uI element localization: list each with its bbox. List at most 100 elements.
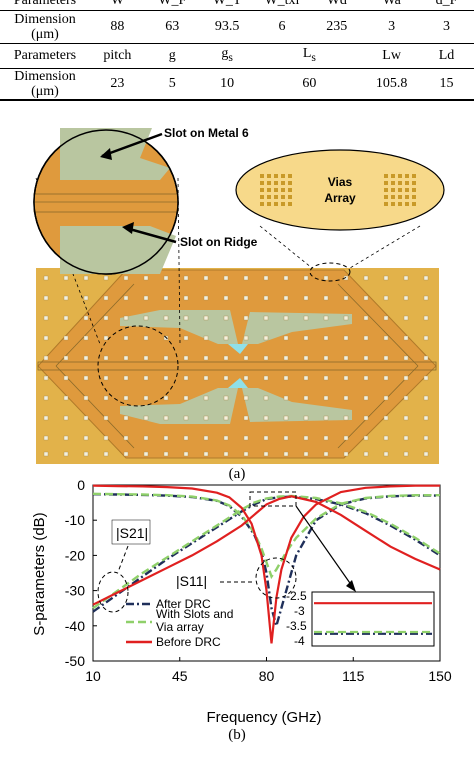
via-square (83, 415, 89, 421)
via-square (43, 395, 49, 401)
series-line-s21 (92, 495, 441, 613)
via-square (223, 451, 229, 457)
table-header-cell: g (144, 43, 200, 69)
via-square (303, 375, 309, 381)
via-square (143, 415, 149, 421)
via-square (223, 435, 229, 441)
via-square (183, 315, 189, 321)
table-cell: 6 (254, 10, 310, 44)
via-square (263, 375, 269, 381)
x-tick-label: 45 (172, 668, 188, 684)
via-square (363, 435, 369, 441)
ridge-taper-bottom (228, 378, 248, 388)
vias-array-right (384, 174, 416, 206)
via-square (283, 395, 289, 401)
via-square (323, 375, 329, 381)
via-square (363, 395, 369, 401)
y-tick-label: -20 (65, 547, 85, 563)
via-square (363, 335, 369, 341)
via-square (123, 315, 129, 321)
table-cell: Wa (364, 0, 420, 11)
via-square (83, 375, 89, 381)
via-square (83, 295, 89, 301)
table-cell: 5 (144, 68, 200, 101)
via-dot (281, 181, 285, 185)
via-square (43, 275, 49, 281)
via-square (243, 315, 249, 321)
via-square (183, 295, 189, 301)
via-dot (391, 202, 395, 206)
arrow-head-icon (346, 580, 356, 592)
via-dot (391, 181, 395, 185)
zoom-feed-line (33, 193, 179, 213)
via-square (303, 415, 309, 421)
table-row: Dimension (μm) 23 5 10 60 105.8 15 (0, 68, 474, 101)
header-main: g (221, 46, 229, 62)
via-square (283, 435, 289, 441)
via-square (363, 375, 369, 381)
inset-tick: -3.5 (286, 619, 307, 633)
via-square (43, 451, 49, 457)
via-square (83, 435, 89, 441)
header-main: L (302, 46, 312, 62)
via-square (43, 315, 49, 321)
via-square (403, 295, 409, 301)
zoom-target (309, 262, 351, 282)
via-square (383, 295, 389, 301)
via-dot (260, 181, 264, 185)
via-dot (274, 188, 278, 192)
via-square (123, 435, 129, 441)
via-square (383, 275, 389, 281)
via-square (343, 295, 349, 301)
via-square (123, 415, 129, 421)
via-square (423, 295, 429, 301)
table-header-cell: pitch (90, 43, 145, 69)
via-square (403, 395, 409, 401)
via-square (363, 315, 369, 321)
table-header-text: W_F (158, 0, 187, 9)
via-square (303, 355, 309, 361)
series-line-s11 (92, 493, 440, 631)
series-line-s21 (92, 495, 441, 606)
via-dot (281, 174, 285, 178)
caption-b: (b) (228, 727, 246, 743)
via-square (183, 415, 189, 421)
via-square (243, 435, 249, 441)
via-square (103, 435, 109, 441)
via-square (43, 435, 49, 441)
slot-region-bottom-right (242, 388, 352, 422)
parameter-table: Parameters W W_F W_T W_txl Wd Wa d_F Dim… (0, 0, 474, 101)
via-square (223, 375, 229, 381)
via-square (123, 335, 129, 341)
via-dot (274, 195, 278, 199)
table-cell: W_txl (254, 0, 310, 11)
via-square (43, 355, 49, 361)
via-square (403, 375, 409, 381)
via-dot (260, 195, 264, 199)
via-square (403, 275, 409, 281)
hex-inner-edge (337, 283, 419, 367)
table-header-cell: gs (199, 43, 255, 69)
via-square (243, 415, 249, 421)
via-square (183, 375, 189, 381)
via-dot (405, 174, 409, 178)
via-square (163, 451, 169, 457)
annot-s21: |S21| (116, 525, 148, 541)
via-square (143, 275, 149, 281)
via-square (383, 315, 389, 321)
via-square (303, 295, 309, 301)
via-square (223, 335, 229, 341)
via-square (363, 295, 369, 301)
via-square (263, 355, 269, 361)
x-tick-label: 80 (259, 668, 275, 684)
via-square (403, 355, 409, 361)
via-square (163, 295, 169, 301)
via-dot (260, 174, 264, 178)
via-square (303, 435, 309, 441)
via-square (283, 415, 289, 421)
y-tick-label: 0 (77, 477, 85, 493)
via-square (203, 435, 209, 441)
via-square (183, 335, 189, 341)
via-square (223, 275, 229, 281)
via-square (143, 435, 149, 441)
